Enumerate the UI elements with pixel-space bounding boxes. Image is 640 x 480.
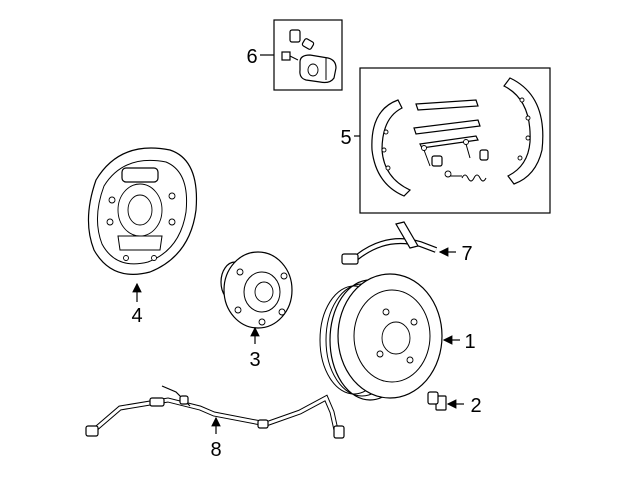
callout-8: 8 bbox=[210, 439, 221, 461]
callout-6: 6 bbox=[246, 46, 257, 68]
backing-plate bbox=[87, 147, 198, 275]
brake-shoe-kit bbox=[359, 67, 551, 214]
wheel-cylinder-kit bbox=[273, 19, 343, 91]
callout-5: 5 bbox=[340, 127, 351, 149]
callout-2: 2 bbox=[470, 395, 481, 417]
callout-7: 7 bbox=[461, 243, 472, 265]
callout-4: 4 bbox=[131, 305, 142, 327]
brake-drum bbox=[319, 273, 443, 401]
brake-hose bbox=[341, 221, 438, 265]
callout-1: 1 bbox=[464, 331, 475, 353]
hub-bearing bbox=[220, 251, 293, 329]
callout-3: 3 bbox=[249, 349, 260, 371]
abs-sensor bbox=[85, 385, 345, 439]
bolt bbox=[427, 391, 447, 411]
